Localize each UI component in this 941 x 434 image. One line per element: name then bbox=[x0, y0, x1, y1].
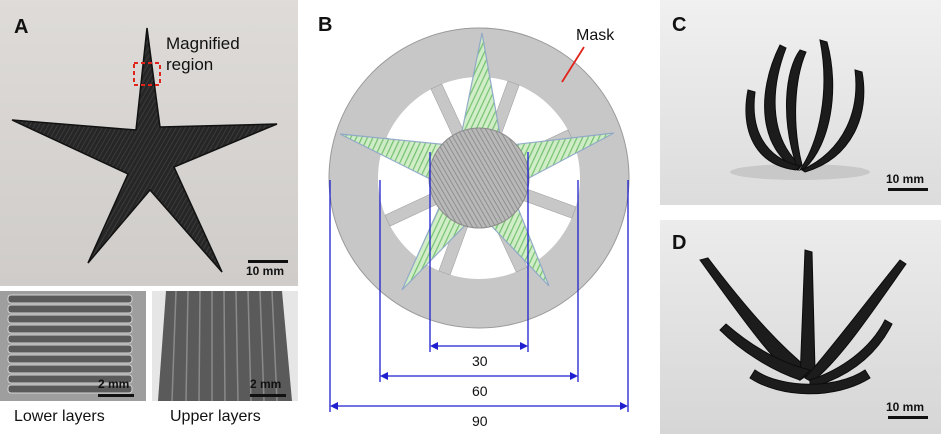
d-scale-bar bbox=[888, 416, 928, 419]
lower-scale-bar bbox=[98, 394, 134, 397]
panel-c-photo: C 10 mm bbox=[660, 0, 941, 205]
panel-d-photo: D 10 mm bbox=[660, 220, 941, 434]
panel-a-lower-photo: 2 mm bbox=[0, 291, 146, 401]
dimension-60: 60 bbox=[472, 383, 488, 399]
printed-star bbox=[11, 27, 278, 273]
annotation-line-2: region bbox=[166, 55, 214, 74]
mask-design-diagram: Mask 30 60 90 bbox=[328, 27, 630, 429]
open-star-image bbox=[660, 220, 941, 434]
mask-center-disk bbox=[428, 127, 530, 229]
magnified-region-box bbox=[133, 62, 161, 86]
panel-d-label: D bbox=[672, 232, 687, 254]
dimension-lines bbox=[329, 152, 629, 412]
dimension-90: 90 bbox=[472, 413, 488, 429]
star-sample-image bbox=[0, 0, 298, 286]
mask-label: Mask bbox=[576, 27, 615, 44]
scale-bar-label: 10 mm bbox=[246, 264, 285, 278]
dimension-30: 30 bbox=[472, 353, 488, 369]
annotation-line-1: Magnified bbox=[166, 34, 240, 53]
open-star-arms bbox=[699, 249, 907, 395]
magnified-annotation: Magnified region bbox=[166, 33, 240, 75]
dimension-arrows bbox=[330, 342, 628, 410]
panel-b-label: B bbox=[318, 14, 333, 36]
upper-scale-bar bbox=[250, 394, 286, 397]
scale-bar bbox=[248, 260, 288, 263]
c-scale-label: 10 mm bbox=[886, 172, 925, 186]
upper-layers-caption: Upper layers bbox=[170, 408, 261, 425]
c-scale-bar bbox=[888, 188, 928, 191]
d-scale-label: 10 mm bbox=[886, 400, 925, 414]
mask-leader-line bbox=[561, 46, 585, 83]
panel-a-photo: A Magnified region 10 mm bbox=[0, 0, 298, 286]
lower-layers-caption: Lower layers bbox=[14, 408, 105, 425]
upper-scale-label: 2 mm bbox=[250, 377, 282, 391]
panel-c-label: C bbox=[672, 14, 687, 36]
lower-scale-label: 2 mm bbox=[98, 377, 130, 391]
lower-layers-image bbox=[0, 291, 146, 401]
panel-a-upper-photo: 2 mm bbox=[152, 291, 298, 401]
upper-layers-image bbox=[152, 291, 298, 401]
panel-b-diagram: Mask 30 60 90 B bbox=[304, 0, 654, 434]
panel-a-label: A bbox=[14, 16, 29, 38]
closed-flower-image bbox=[660, 0, 941, 205]
curled-petals bbox=[745, 39, 865, 173]
